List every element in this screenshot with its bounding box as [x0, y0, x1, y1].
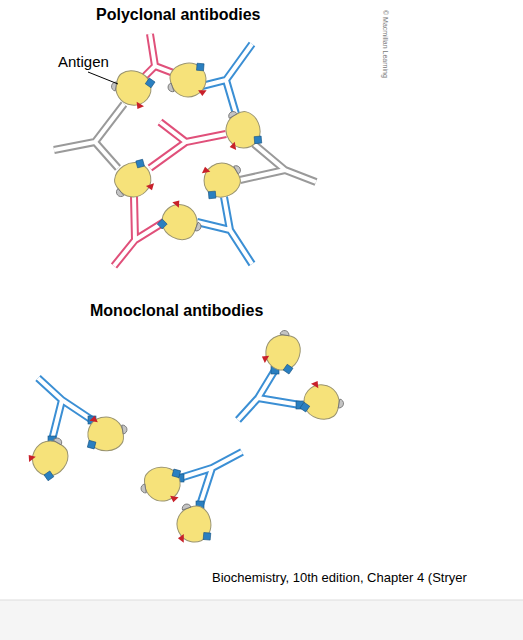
polyclonal-antibody-part	[150, 122, 226, 168]
antigen-part	[299, 379, 347, 423]
monoclonal-antibody-part	[180, 452, 242, 505]
antigen-part	[108, 68, 156, 112]
antigen	[106, 57, 268, 245]
polyclonal-antibody-part	[240, 144, 316, 182]
polyclonal-antibody-part	[197, 197, 252, 264]
antigen-part	[162, 57, 214, 106]
polyclonal-antibody-part	[202, 44, 252, 114]
polyclonal-antibody-part	[114, 196, 164, 266]
polyclonal-antibody-part	[54, 104, 124, 168]
antigen-part	[82, 411, 130, 455]
antigen-part	[194, 152, 249, 205]
polyclonal-antibody-part	[240, 144, 316, 182]
polyclonal-antibody	[54, 34, 316, 266]
antigen	[22, 327, 346, 550]
monoclonal-antibody-part	[38, 378, 92, 440]
antigen-part	[22, 429, 75, 484]
binding-site	[48, 366, 304, 509]
leader-line	[88, 72, 118, 84]
watermark: © Macmillan Learning	[382, 10, 389, 78]
antigen-part	[106, 154, 162, 209]
footer-band	[0, 600, 523, 640]
antigen-part	[168, 498, 217, 550]
monoclonal-antibody-part	[238, 370, 300, 420]
polyclonal-antibody-part	[54, 104, 124, 168]
antigen-part	[260, 327, 304, 375]
caption: Biochemistry, 10th edition, Chapter 4 (S…	[212, 570, 467, 585]
part-label: Antigen	[58, 53, 109, 70]
panel-heading: Monoclonal antibodies	[90, 302, 263, 320]
antigen-part	[215, 103, 268, 158]
antigen-part	[155, 196, 207, 245]
footer-rule	[0, 600, 523, 601]
polyclonal-antibody-part	[197, 197, 252, 264]
monoclonal-antibody-part	[238, 370, 300, 420]
polyclonal-antibody-part	[150, 122, 226, 168]
monoclonal-antibody-part	[38, 378, 92, 440]
polyclonal-antibody-part	[202, 44, 252, 114]
monoclonal-antibody-part	[180, 452, 242, 505]
panel-heading: Polyclonal antibodies	[96, 6, 260, 24]
polyclonal-antibody-part	[114, 196, 164, 266]
antigen-part	[138, 464, 186, 508]
